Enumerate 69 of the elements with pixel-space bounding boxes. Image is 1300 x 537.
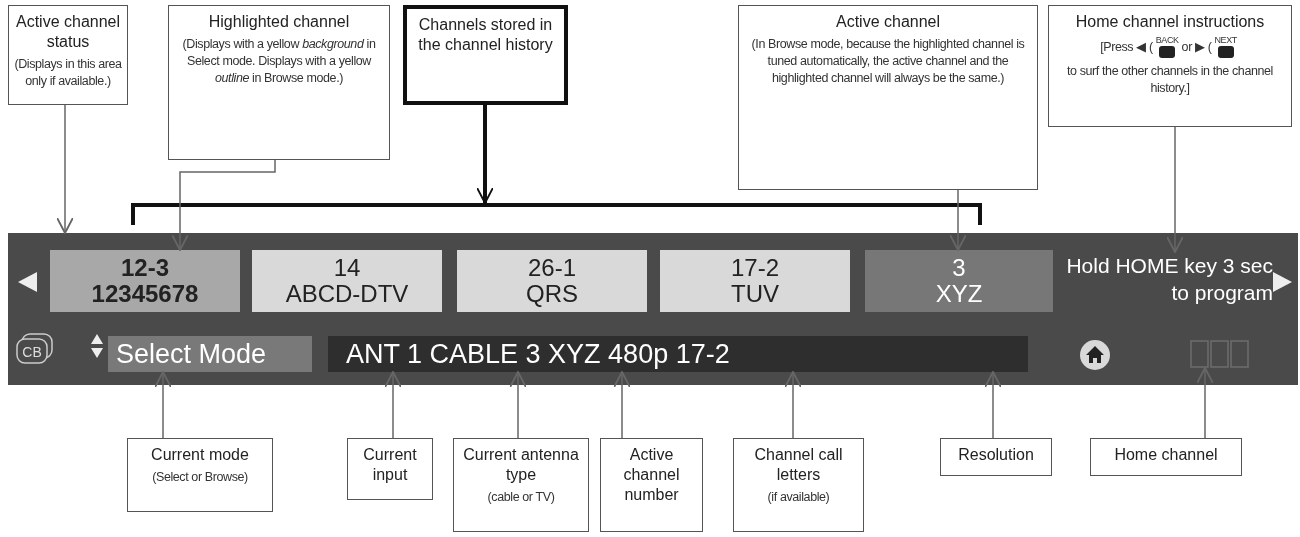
- channel-tile: [660, 250, 850, 312]
- callout-box: [733, 438, 864, 532]
- callout-note: (Displays with a yellow background in Select mode. Displays with a yellow outline in Browse mode.): [181, 36, 377, 87]
- leader-arrow: [784, 371, 802, 439]
- callout-note: (Displays in this area only if available.): [13, 56, 123, 90]
- callout-title: Active channel: [835, 12, 941, 32]
- callout-note: or ▶ (: [1181, 39, 1212, 54]
- leader-arrow: [56, 104, 74, 234]
- bracket: [131, 203, 982, 225]
- channel-name: ABCD-DTV: [285, 281, 409, 308]
- leader-arrow: [154, 371, 172, 439]
- callout-box: [127, 438, 273, 512]
- callout-note: (cable or TV): [487, 489, 555, 506]
- home-icon: [1079, 339, 1111, 371]
- callout-title: Channels stored in the channel history: [417, 15, 554, 55]
- callout-box: [347, 438, 433, 500]
- callout-box: [1048, 5, 1292, 127]
- channel-name: 12345678: [91, 281, 199, 308]
- leader-arrow: [384, 371, 402, 439]
- callout-box: [453, 438, 589, 532]
- channel-tile: [457, 250, 647, 312]
- callout-box: [168, 5, 390, 160]
- callout-box: [403, 5, 568, 105]
- callout-box: [1090, 438, 1242, 476]
- leader-arrow: [613, 371, 631, 439]
- callout-note: (if available): [767, 489, 830, 506]
- channel-number: 26-1: [527, 254, 576, 281]
- channel-name: QRS: [526, 281, 578, 308]
- callout-note: [Press ◀ (: [1100, 39, 1153, 54]
- leader-arrow: [1166, 126, 1184, 253]
- leader-arrow: [949, 189, 967, 251]
- callout-title: Active channel status: [14, 12, 122, 52]
- callout-title: Current mode: [151, 445, 249, 465]
- channel-number: 14: [333, 254, 361, 281]
- leader-arrow: [171, 159, 276, 251]
- callout-title: Home channel: [1114, 445, 1218, 465]
- channel-number: 3: [952, 254, 966, 281]
- channel-tile: [865, 250, 1053, 312]
- channel-number: 17-2: [730, 254, 779, 281]
- callout-title: Home channel instructions: [1075, 12, 1265, 32]
- callout-note: to surf the other channels in the channel history.]: [1066, 63, 1274, 97]
- leader-arrow: [476, 105, 494, 204]
- empty-digit-display: [1190, 340, 1250, 368]
- channel-tile: [252, 250, 442, 312]
- channel-name: XYZ: [935, 281, 983, 308]
- info-bar: ANT 1 CABLE 3 XYZ 480p 17-2: [328, 336, 1028, 372]
- hint-text: Hold HOME key 3 sec to program: [1058, 252, 1273, 312]
- callout-title: Channel call letters: [753, 445, 844, 485]
- callout-note: (Select or Browse): [152, 469, 248, 486]
- callout-note: (In Browse mode, because the highlighted channel is tuned automatically, the active channel and the highlighted channel will always be the same.): [750, 36, 1026, 87]
- callout-title: Highlighted channel: [208, 12, 350, 32]
- mode-label: Select Mode: [108, 336, 312, 372]
- channel-number: 12-3: [120, 254, 169, 281]
- leader-arrow: [1196, 367, 1214, 439]
- key-label: BACK: [1155, 36, 1179, 45]
- callout-title: Resolution: [958, 445, 1034, 465]
- channel-name: TUV: [731, 281, 779, 308]
- callout-title: Active channel number: [622, 445, 681, 505]
- screen-panel: [8, 233, 1298, 385]
- callout-box: [940, 438, 1052, 476]
- callout-box: [8, 5, 128, 105]
- callout-box: [600, 438, 703, 532]
- leader-arrow: [509, 371, 527, 439]
- callout-box: [738, 5, 1038, 190]
- key-label: NEXT: [1214, 36, 1237, 45]
- callout-title: Current antenna type: [462, 445, 580, 485]
- leader-arrow: [984, 371, 1002, 439]
- channel-tile: [50, 250, 240, 312]
- callout-title: Current input: [362, 445, 418, 485]
